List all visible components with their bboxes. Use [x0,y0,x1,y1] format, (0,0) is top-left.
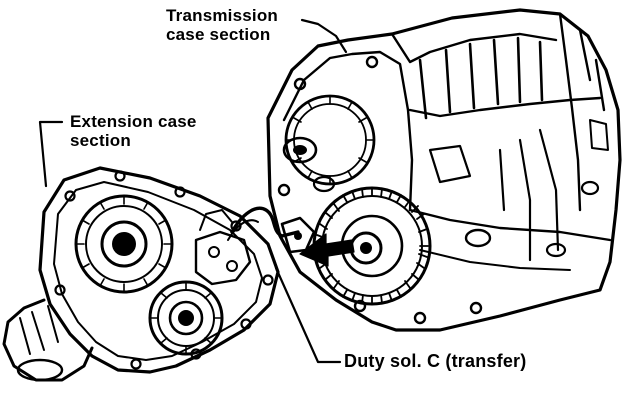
location-arrow [299,233,355,267]
leader-extension [38,120,64,188]
extension-label-line2: section [70,131,131,150]
leader-lines [38,18,348,364]
extension-case-label: Extension case section [70,112,197,150]
extension-case [2,166,280,382]
transmission-case-label: Transmission case section [166,6,278,44]
transmission-label-line1: Transmission [166,6,278,25]
extension-label-line1: Extension case [70,112,197,131]
duty-solenoid-label: Duty sol. C (transfer) [344,351,527,371]
leader-duty-solenoid [274,266,342,364]
transmission-case [266,8,622,332]
transmission-label-line2: case section [166,25,271,44]
leader-transmission [300,18,348,54]
intermediate-gear [282,94,376,193]
duty-solenoid-c [227,206,316,254]
